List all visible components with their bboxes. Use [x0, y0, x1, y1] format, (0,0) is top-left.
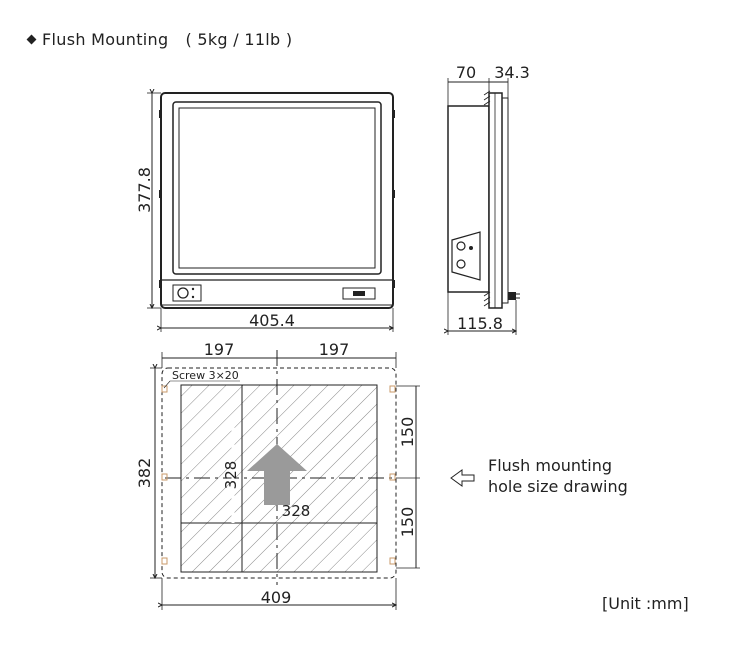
- side-bracket: [451, 231, 481, 281]
- connector-slot: [342, 287, 376, 300]
- knob-icon: [177, 287, 189, 299]
- front-screen: [178, 107, 376, 269]
- cutout-height-dim: 382: [135, 458, 154, 489]
- side-flange: [488, 92, 503, 309]
- front-control-panel: [172, 284, 202, 302]
- screw-holes: [161, 385, 396, 565]
- unit-label: [Unit :mm]: [602, 594, 689, 613]
- cutout-top-right-dim: 197: [319, 340, 350, 359]
- section-title: Flush Mounting ( 5kg / 11lb ): [26, 30, 293, 49]
- side-body: [447, 105, 490, 293]
- side-depth-a: 70: [456, 63, 476, 82]
- front-height-dim: 377.8: [135, 167, 154, 213]
- title-weight: ( 5kg / 11lb ): [185, 30, 293, 49]
- side-view: 70 34.3 115.8: [448, 63, 530, 335]
- left-hollow-arrow-icon: [450, 469, 475, 487]
- note-line-2: hole size drawing: [488, 477, 628, 496]
- cutout-inner-vertical-dim: 328: [222, 461, 240, 490]
- side-connector: [508, 292, 516, 300]
- orientation-arrow-icon: [247, 444, 307, 505]
- note: Flush mounting hole size drawing: [450, 456, 628, 496]
- cutout-view: 197 197 Screw 3×20 382 328 328 150 150 4…: [135, 340, 420, 610]
- front-inner-frame: [172, 101, 382, 275]
- side-depth-bottom: 115.8: [457, 314, 503, 333]
- cutout-right-upper-dim: 150: [398, 417, 417, 448]
- cutout-bottom-dim: 409: [261, 588, 292, 607]
- front-bezel: [160, 92, 394, 309]
- cutout-inner-horizontal-dim: 328: [282, 502, 311, 520]
- front-view: 377.8 405.4: [135, 93, 395, 332]
- cutout-outline: [161, 367, 397, 579]
- screw-label: Screw 3×20: [172, 369, 239, 382]
- side-depth-b: 34.3: [494, 63, 530, 82]
- cutout-top-left-dim: 197: [204, 340, 235, 359]
- title-label: Flush Mounting: [42, 30, 169, 49]
- cutout-right-lower-dim: 150: [398, 507, 417, 538]
- note-line-1: Flush mounting: [488, 456, 612, 475]
- front-width-dim: 405.4: [249, 311, 295, 330]
